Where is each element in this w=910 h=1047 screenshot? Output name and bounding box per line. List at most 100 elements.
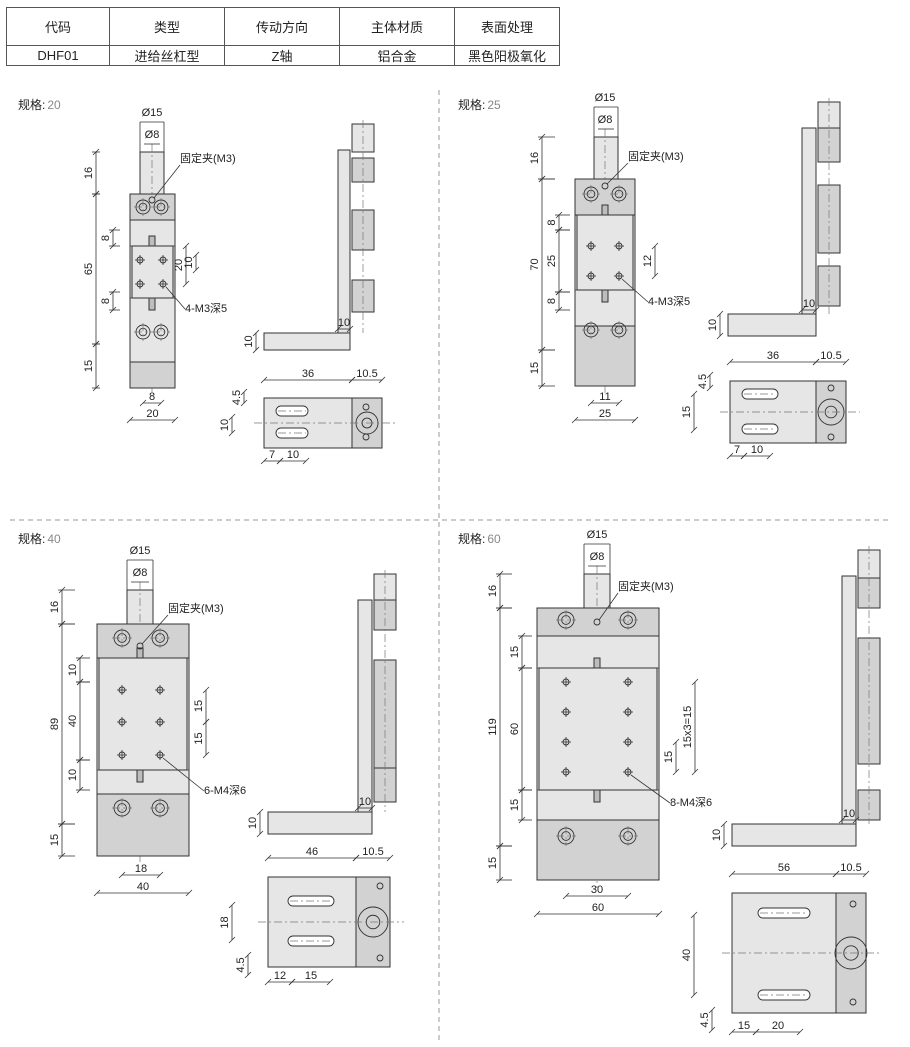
dim-label: 8 — [546, 298, 558, 304]
clamp-hole — [601, 182, 609, 190]
bottom-plate — [574, 325, 636, 387]
spec-label-20: 规格:20 — [18, 98, 61, 112]
clamp-hole — [136, 642, 144, 650]
tapped-label: 4-M3深5 — [648, 295, 690, 308]
dim-tick — [202, 751, 210, 759]
dim-tick — [691, 678, 699, 686]
dim-label: 56 — [778, 862, 790, 874]
dim-label: 10 — [67, 769, 79, 781]
lead-screw-lower — [593, 789, 601, 803]
dim-label: 8 — [100, 298, 112, 304]
knob-outer-label: Ø15 — [595, 92, 616, 104]
dim-label: 10.5 — [362, 846, 383, 858]
top-plate — [536, 607, 660, 637]
side-foot — [267, 811, 373, 835]
dim-tick — [302, 457, 310, 465]
dim-tick — [256, 830, 264, 838]
dim-label: 8 — [100, 235, 112, 241]
dim-tick — [182, 280, 190, 288]
side-post — [357, 599, 373, 829]
dim-tick — [690, 390, 698, 398]
dim-tick — [252, 329, 260, 337]
lead-screw — [148, 235, 156, 247]
header-surface: 表面处理 — [454, 7, 560, 46]
front-view-60: Ø15Ø8固定夹(M3)8-M4深6161560119151515x3=1515… — [487, 529, 712, 918]
dim-label: 36 — [767, 350, 779, 362]
dim-label: 25 — [599, 408, 611, 420]
dim-tick — [708, 1026, 716, 1034]
leader-line — [598, 592, 619, 621]
clamp-label: 固定夹(M3) — [618, 579, 674, 593]
dim-tick — [832, 870, 840, 878]
dim-tick — [615, 399, 623, 407]
dim-tick — [93, 889, 101, 897]
dim-label: 20 — [146, 408, 158, 420]
dim-label: 15 — [83, 360, 95, 372]
dim-tick — [118, 871, 126, 879]
dim-tick — [706, 371, 714, 379]
dim-tick — [716, 310, 724, 318]
dim-tick — [378, 376, 386, 384]
dim-tick — [346, 325, 354, 333]
dim-tick — [691, 768, 699, 776]
dim-label: 65 — [83, 263, 95, 275]
dim-label: 10 — [751, 444, 763, 456]
dim-label: 60 — [592, 902, 604, 914]
mount-hole — [362, 403, 370, 411]
dim-label: 89 — [49, 718, 61, 730]
dim-tick — [571, 416, 579, 424]
dim-label: 4.5 — [697, 374, 709, 389]
dim-tick — [352, 854, 360, 862]
spec-label-40: 规格:40 — [18, 532, 61, 546]
dim-tick — [726, 452, 734, 460]
dim-label: 10.5 — [356, 368, 377, 380]
side-foot — [263, 332, 351, 351]
dim-label: 70 — [529, 258, 541, 270]
leader-line — [606, 162, 629, 185]
dim-label: 10 — [243, 335, 255, 347]
dim-label: 10 — [219, 419, 231, 431]
spec-table-header-row: 代码 类型 传动方向 主体材质 表面处理 — [6, 7, 560, 46]
dim-label: 15 — [509, 646, 521, 658]
dim-tick — [651, 242, 659, 250]
dim-tick — [796, 1028, 804, 1036]
dim-label: 15 — [305, 970, 317, 982]
dim-tick — [139, 399, 147, 407]
carriage — [576, 214, 634, 291]
panel-dividers — [10, 90, 888, 1040]
dim-label: 18 — [219, 916, 231, 928]
dim-tick — [126, 416, 134, 424]
dim-tick — [842, 358, 850, 366]
tapped-label: 8-M4深6 — [670, 796, 712, 809]
dim-label: 10 — [247, 817, 259, 829]
dim-label: 10 — [711, 829, 723, 841]
clamp-label: 固定夹(M3) — [180, 151, 236, 165]
dim-tick — [672, 768, 680, 776]
dim-tick — [690, 991, 698, 999]
dim-label: 16 — [83, 167, 95, 179]
clamp-label: 固定夹(M3) — [168, 601, 224, 615]
dim-label: 10 — [338, 317, 350, 329]
dim-label: 40 — [67, 715, 79, 727]
cell-code: DHF01 — [6, 45, 110, 66]
dim-label: 36 — [302, 368, 314, 380]
mount-hole — [827, 433, 835, 441]
dim-tick — [244, 971, 252, 979]
tapped-label: 4-M3深5 — [185, 302, 227, 315]
lead-screw-lower — [136, 769, 144, 783]
dim-tick — [264, 978, 272, 986]
leader-line — [621, 278, 649, 303]
dim-tick — [562, 892, 570, 900]
knob-outer-label: Ø15 — [142, 107, 163, 119]
leader-line — [153, 164, 181, 199]
dim-tick — [252, 346, 260, 354]
dim-tick — [655, 910, 663, 918]
carriage — [538, 667, 658, 791]
dim-tick — [720, 820, 728, 828]
slot-hole — [275, 427, 309, 439]
